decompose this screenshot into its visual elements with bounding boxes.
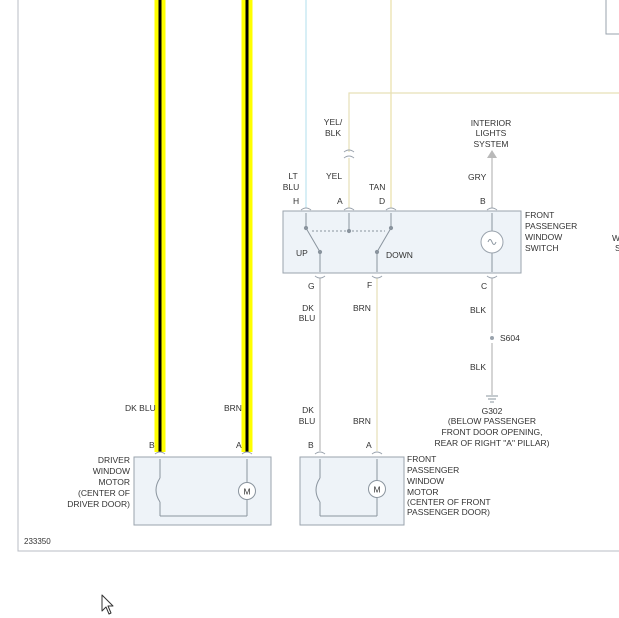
mouse-cursor-icon xyxy=(101,594,114,615)
pin-f-label: F xyxy=(367,280,372,290)
splice-label: S604 xyxy=(500,333,520,343)
pin-d-label: D xyxy=(379,196,385,206)
svg-text:(BELOW PASSENGER: (BELOW PASSENGER xyxy=(448,416,536,426)
switch-bottom-pins xyxy=(314,275,498,279)
svg-text:SYSTEM: SYSTEM xyxy=(474,139,509,149)
blk-lower-label: BLK xyxy=(470,362,486,372)
inline-connector xyxy=(343,149,355,159)
svg-text:WINDOW: WINDOW xyxy=(407,476,444,486)
driver-motor-label: DRIVER WINDOW MOTOR (CENTER OF DRIVER DO… xyxy=(67,455,130,509)
diagram-frame xyxy=(17,0,619,552)
passenger-pin-b: B xyxy=(308,440,314,450)
driver-motor-internals xyxy=(155,459,248,517)
svg-text:LIGHTS: LIGHTS xyxy=(476,128,507,138)
passenger-motor-m-icon: M xyxy=(368,480,386,498)
svg-text:REAR OF RIGHT "A" PILLAR): REAR OF RIGHT "A" PILLAR) xyxy=(435,438,550,448)
svg-text:LT: LT xyxy=(288,171,297,181)
driver-pin-b: B xyxy=(149,440,155,450)
passenger-motor-pins xyxy=(314,451,383,455)
illumination-lamp-icon xyxy=(480,230,504,254)
svg-text:DK: DK xyxy=(302,405,314,415)
passenger-pin-a: A xyxy=(366,440,372,450)
switch-top-pins xyxy=(300,207,498,211)
driver-motor-m-icon: M xyxy=(238,482,256,500)
passenger-brn-label: BRN xyxy=(353,416,371,426)
svg-text:INTERIOR: INTERIOR xyxy=(471,118,512,128)
edge-text-s: S xyxy=(615,243,619,253)
pin-g-label: G xyxy=(308,281,315,291)
svg-text:BLK: BLK xyxy=(325,128,341,138)
edge-text-w: W xyxy=(612,233,619,243)
svg-text:SWITCH: SWITCH xyxy=(525,243,559,253)
svg-text:DRIVER: DRIVER xyxy=(98,455,130,465)
switch-internals xyxy=(303,213,493,272)
ground-symbol-icon xyxy=(486,395,498,403)
svg-text:M: M xyxy=(374,485,381,495)
svg-text:DK: DK xyxy=(302,303,314,313)
svg-text:FRONT: FRONT xyxy=(525,210,554,220)
svg-text:BLU: BLU xyxy=(299,416,316,426)
switch-down-label: DOWN xyxy=(386,250,413,260)
yelblk-label: YEL/ BLK xyxy=(324,117,343,138)
switch-up-label: UP xyxy=(296,248,308,258)
svg-text:(CENTER OF FRONT: (CENTER OF FRONT xyxy=(407,497,491,507)
gry-label: GRY xyxy=(468,172,487,182)
right-edge-box xyxy=(605,0,619,35)
yelblk-wire xyxy=(348,92,619,152)
driver-brn-wire xyxy=(241,0,253,452)
svg-text:BLU: BLU xyxy=(283,182,300,192)
driver-dkblu-label: DK BLU xyxy=(125,403,156,413)
interior-lights-arrow-icon xyxy=(487,150,497,158)
svg-text:FRONT DOOR OPENING,: FRONT DOOR OPENING, xyxy=(442,427,543,437)
svg-text:FRONT: FRONT xyxy=(407,454,436,464)
diagram-id: 233350 xyxy=(24,537,51,546)
svg-text:PASSENGER: PASSENGER xyxy=(525,221,577,231)
pin-c-label: C xyxy=(481,281,487,291)
svg-text:DRIVER DOOR): DRIVER DOOR) xyxy=(67,499,130,509)
driver-dkblu-wire xyxy=(154,0,166,452)
svg-text:WINDOW: WINDOW xyxy=(93,466,130,476)
svg-text:YEL/: YEL/ xyxy=(324,117,343,127)
driver-pin-a: A xyxy=(236,440,242,450)
svg-text:PASSENGER DOOR): PASSENGER DOOR) xyxy=(407,507,490,517)
passenger-window-motor xyxy=(299,456,405,526)
svg-text:(CENTER OF: (CENTER OF xyxy=(78,488,130,498)
switch-label: FRONT PASSENGER WINDOW SWITCH xyxy=(525,210,577,253)
tan-label: TAN xyxy=(369,182,385,192)
passenger-motor-internals xyxy=(315,459,378,517)
svg-text:M: M xyxy=(244,487,251,497)
pin-b-label: B xyxy=(480,196,486,206)
brn-mid-label: BRN xyxy=(353,303,371,313)
svg-text:WINDOW: WINDOW xyxy=(525,232,562,242)
blk-upper-label: BLK xyxy=(470,305,486,315)
svg-text:BLU: BLU xyxy=(299,313,316,323)
passenger-motor-label: FRONT PASSENGER WINDOW MOTOR (CENTER OF … xyxy=(407,454,491,517)
svg-text:PASSENGER: PASSENGER xyxy=(407,465,459,475)
pin-a-label: A xyxy=(337,196,343,206)
svg-text:G302: G302 xyxy=(482,406,503,416)
driver-brn-label: BRN xyxy=(224,403,242,413)
ground-label: G302 (BELOW PASSENGER FRONT DOOR OPENING… xyxy=(435,406,550,448)
pin-h-label: H xyxy=(293,196,299,206)
splice-s604 xyxy=(490,336,494,340)
svg-text:MOTOR: MOTOR xyxy=(407,487,438,497)
dkblu-mid-label: DK BLU xyxy=(299,303,316,323)
passenger-dkblu-label: DK BLU xyxy=(299,405,316,426)
svg-text:MOTOR: MOTOR xyxy=(99,477,130,487)
ltblu-label: LT BLU xyxy=(283,171,300,192)
driver-motor-pins xyxy=(154,451,253,455)
interior-lights-label: INTERIOR LIGHTS SYSTEM xyxy=(471,118,512,149)
yel-label: YEL xyxy=(326,171,342,181)
